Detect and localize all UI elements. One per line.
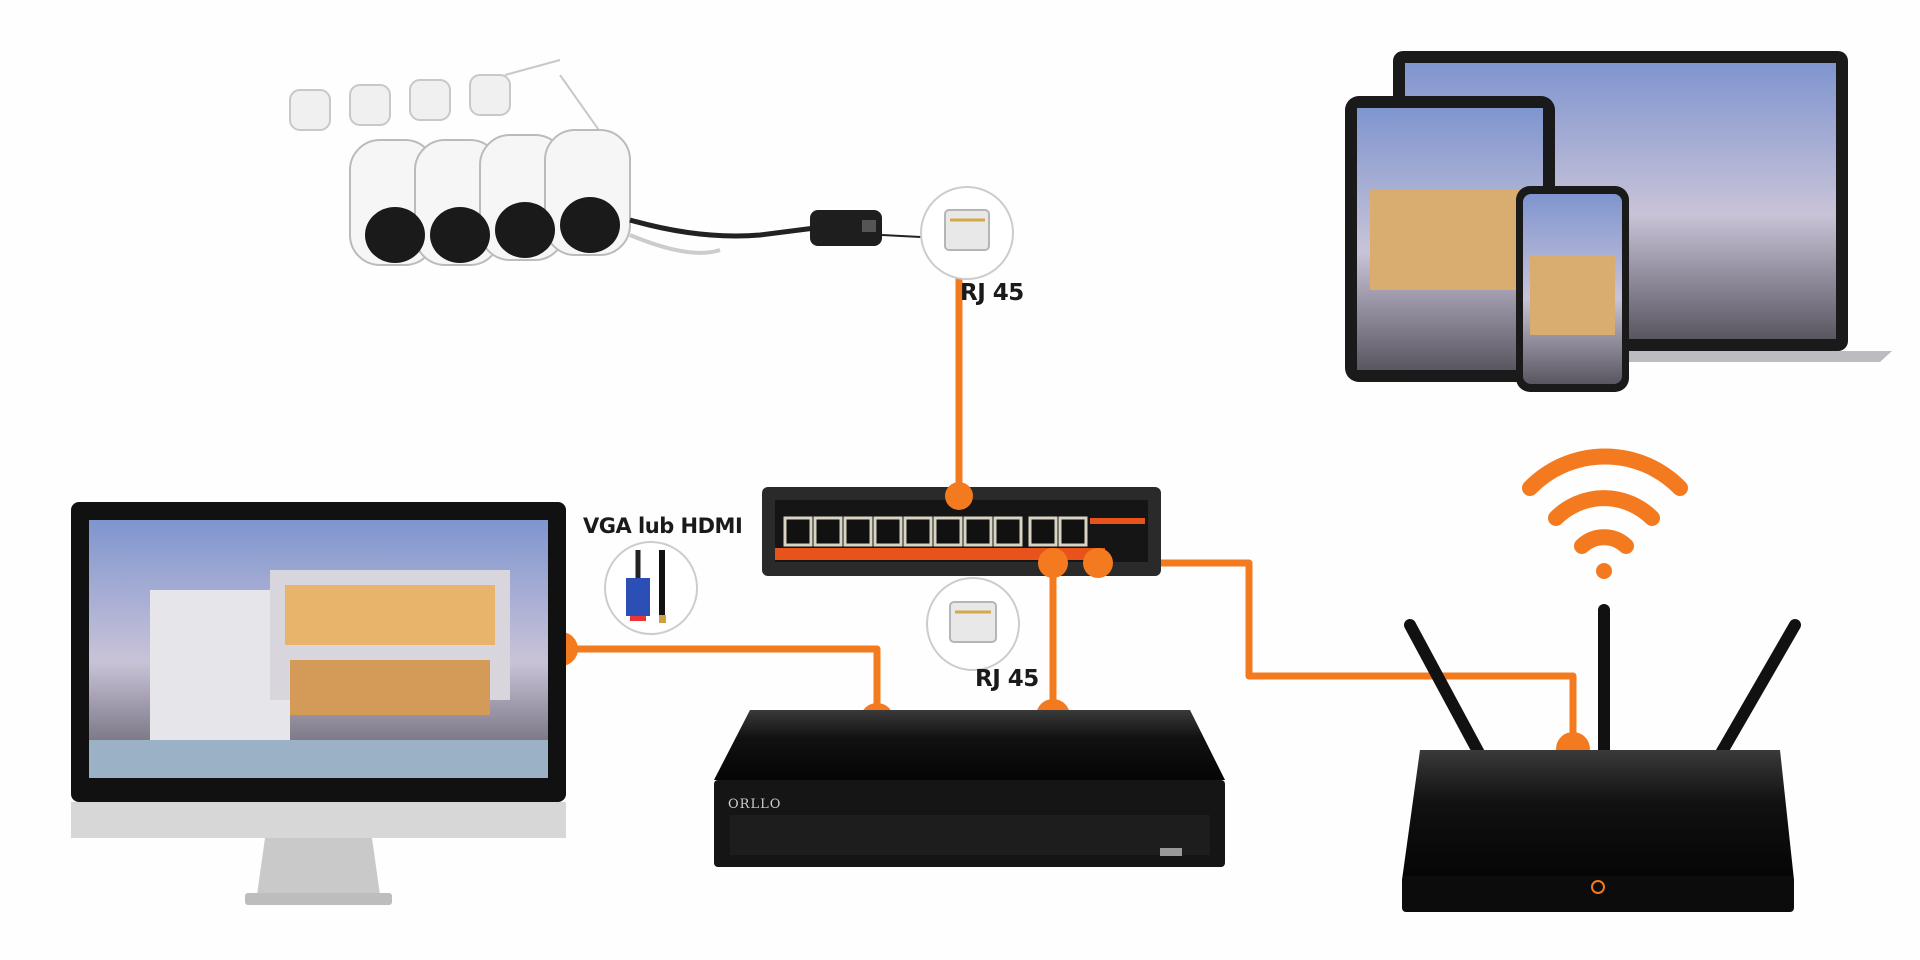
rj45-connector-icon bbox=[926, 577, 1020, 671]
vga-hdmi-label: VGA lub HDMI bbox=[583, 514, 743, 538]
wifi-icon bbox=[1522, 448, 1688, 579]
ip-cameras bbox=[289, 59, 816, 266]
rj45-connector-icon bbox=[920, 186, 1014, 280]
poe-injector bbox=[810, 210, 941, 246]
tablet bbox=[1345, 96, 1555, 382]
smartphone bbox=[1516, 186, 1629, 392]
nvr-brand-logo: ORLLO bbox=[728, 797, 782, 812]
router bbox=[1402, 604, 1801, 912]
monitor bbox=[71, 502, 566, 905]
rj45-bottom-label: RJ 45 bbox=[975, 666, 1039, 692]
rj45-top-label: RJ 45 bbox=[960, 280, 1024, 306]
cable-switch-router bbox=[1098, 559, 1577, 749]
cable-monitor-nvr bbox=[561, 645, 881, 720]
nvr-recorder bbox=[714, 710, 1225, 867]
vga-hdmi-cable-icon bbox=[604, 541, 698, 635]
cables bbox=[561, 257, 1577, 749]
